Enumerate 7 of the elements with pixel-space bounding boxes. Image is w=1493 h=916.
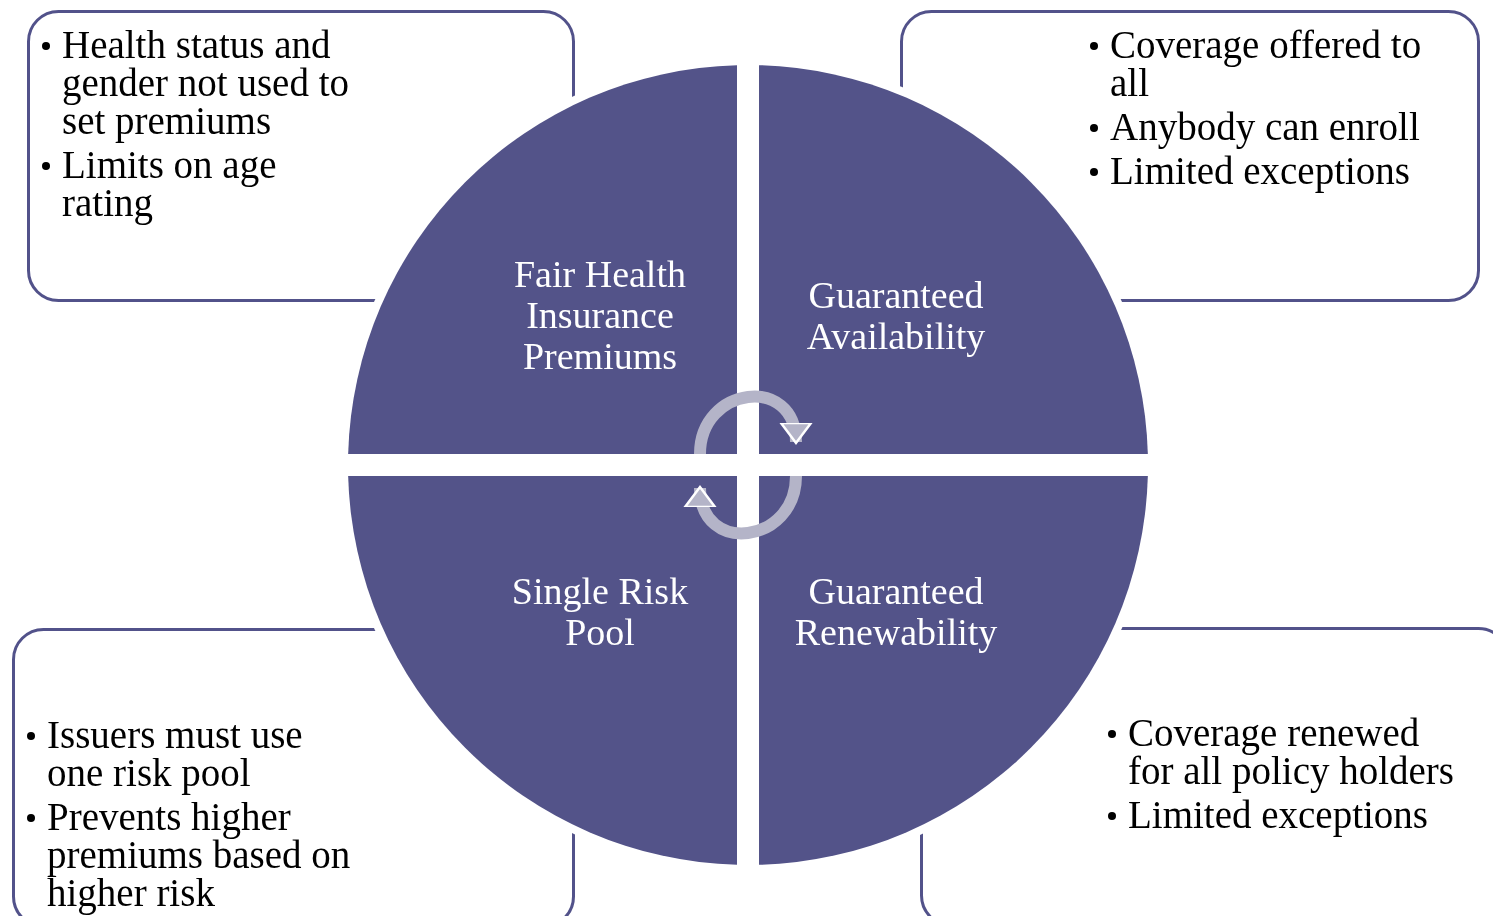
- quadrant-title: Single Risk Pool: [510, 571, 690, 653]
- quadrant-title: Guaranteed Renewability: [793, 571, 999, 653]
- quadrant-title: Fair Health Insurance Premiums: [513, 253, 687, 377]
- cycle-arrow: [686, 475, 802, 540]
- cycle-arrow: [694, 390, 810, 455]
- quadrant-title: Guaranteed Availability: [805, 275, 987, 357]
- bullet-text: Coverage offered to all: [1110, 26, 1423, 102]
